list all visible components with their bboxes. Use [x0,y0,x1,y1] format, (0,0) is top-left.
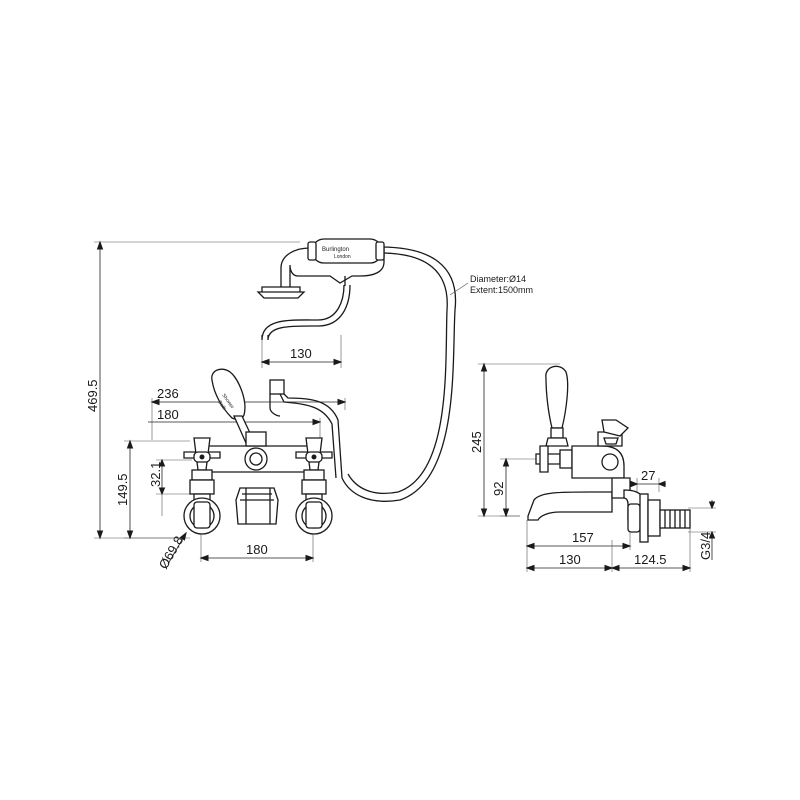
side-view: 245 92 27 157 [469,362,716,572]
label-spout-157: 157 [572,530,594,545]
handset-brand-text: Burlington [322,247,349,253]
side-inlet-elbow [611,477,691,543]
dimension-height-92: 92 [491,457,540,518]
shower-hose [341,246,457,502]
dimension-height-149: 149.5 [115,439,190,540]
left-inlet [183,493,221,535]
hose-note: Diameter:Ø14 Extent:1500mm [449,274,533,296]
label-inlet-124: 124.5 [634,552,667,567]
left-cross-handle [183,437,221,495]
label-depth-27: 27 [641,468,655,483]
side-body [571,419,630,479]
label-height-92: 92 [491,482,506,496]
dimension-inlet-124: 124.5 [610,528,692,572]
dimension-handset-offset: 130 [260,335,343,368]
hose-extent-text: Extent:1500mm [470,285,533,295]
dimension-inner-width: 180 [148,407,322,440]
bath-spout [235,487,279,525]
label-height-32: 32.1 [148,462,163,487]
right-cross-handle [295,437,333,495]
diverter-riser [269,379,343,479]
label-thread: G3/4 [698,532,713,560]
label-height-245: 245 [469,431,484,453]
right-inlet [295,493,333,535]
label-inner-width: 180 [157,407,179,422]
label-height-149: 149.5 [115,473,130,506]
side-spout [527,491,613,521]
side-lever [545,365,569,447]
handset-cradle [261,284,351,341]
side-cross-handle [535,445,573,473]
dimension-spout-157: 157 [525,520,632,572]
front-view: 469.5 149.5 32.1 236 [85,238,533,572]
label-overall-height: 469.5 [85,379,100,412]
dimension-inlet-centres: 180 [199,530,315,562]
dimension-thread: G3/4 [688,500,716,560]
dimension-depth-27: 27 [630,468,666,492]
dimension-overall-height: 469.5 [85,240,300,540]
dimension-spout-130: 130 [525,540,614,572]
dimension-inlet-diameter: Ø69.8 [156,531,187,572]
label-outer-width: 236 [157,386,179,401]
label-inlet-centres: 180 [246,542,268,557]
lever-label-bath: Bath [216,400,227,412]
dimension-outer-width: 236 [150,386,347,440]
shower-handset: Burlington London [256,238,385,299]
handset-city-text: London [334,254,351,260]
label-spout-130: 130 [559,552,581,567]
hose-diameter-text: Diameter:Ø14 [470,274,526,284]
dimension-height-32: 32.1 [148,458,192,516]
dimension-height-245: 245 [469,362,560,518]
label-inlet-diameter: Ø69.8 [156,533,187,571]
label-handset-offset: 130 [290,346,312,361]
